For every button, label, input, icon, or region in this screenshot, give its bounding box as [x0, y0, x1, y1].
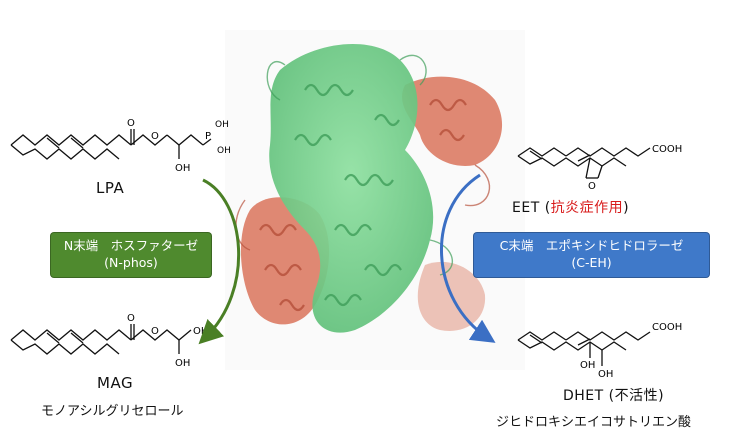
lpa-atom-oh-2: OH	[217, 146, 231, 156]
eet-label: EET (抗炎症作用)	[512, 197, 629, 217]
mag-atom-oh-2: OH	[175, 358, 190, 369]
dhet-label: DHET (不活性)	[563, 385, 664, 405]
dhet-atom-oh-2: OH	[598, 369, 613, 380]
c-eh-abbrev: (C-EH)	[571, 255, 612, 270]
dhet-japanese-name: ジヒドロキシエイコサトリエン酸	[496, 415, 692, 430]
mag-label: MAG	[97, 374, 134, 392]
red-domain-top-right	[402, 76, 503, 166]
dhet-atom-oh-1: OH	[580, 360, 595, 371]
eet-paren-open: (	[539, 200, 551, 216]
dhet-atom-cooh: COOH	[652, 322, 682, 333]
lpa-label: LPA	[96, 179, 125, 197]
helix-strokes-red	[259, 98, 467, 312]
eet-structure: COOH O	[517, 144, 682, 192]
eet-name: EET	[512, 200, 540, 216]
eet-effect-note: 抗炎症作用	[550, 200, 624, 216]
n-phos-arrow	[198, 178, 241, 345]
mag-atom-o-ester: O	[151, 326, 159, 337]
eet-paren-close: )	[623, 200, 630, 216]
n-phos-abbrev: (N-phos)	[104, 255, 158, 270]
green-domain	[269, 43, 434, 333]
protein-structure-image	[225, 30, 525, 370]
c-eh-arrow	[439, 173, 496, 343]
eet-atom-o-epoxide: O	[588, 181, 596, 192]
dhet-structure: COOH OH OH	[517, 322, 682, 380]
lpa-atom-p: P	[205, 131, 211, 142]
lpa-structure: O O OH P OH OH	[10, 118, 231, 174]
eet-atom-cooh: COOH	[652, 144, 682, 155]
n-phos-title: N末端 ホスファターゼ	[63, 238, 199, 253]
lpa-atom-o-carbonyl: O	[127, 118, 135, 129]
mag-japanese-name: モノアシルグリセロール	[41, 404, 184, 419]
helix-strokes-green	[294, 83, 402, 307]
mag-atom-o-carbonyl: O	[127, 313, 135, 324]
c-eh-title: C末端 エポキシドヒドロラーゼ	[499, 238, 684, 253]
lpa-atom-o-ester: O	[151, 131, 159, 142]
dhet-activity-note: (不活性)	[603, 388, 665, 404]
c-eh-enzyme-box: C末端 エポキシドヒドロラーゼ (C-EH)	[473, 232, 710, 278]
n-phos-enzyme-box: N末端 ホスファターゼ (N-phos)	[50, 232, 212, 278]
dhet-name: DHET	[563, 388, 604, 404]
lpa-atom-oh: OH	[175, 163, 190, 174]
lpa-atom-oh-1: OH	[215, 120, 229, 130]
